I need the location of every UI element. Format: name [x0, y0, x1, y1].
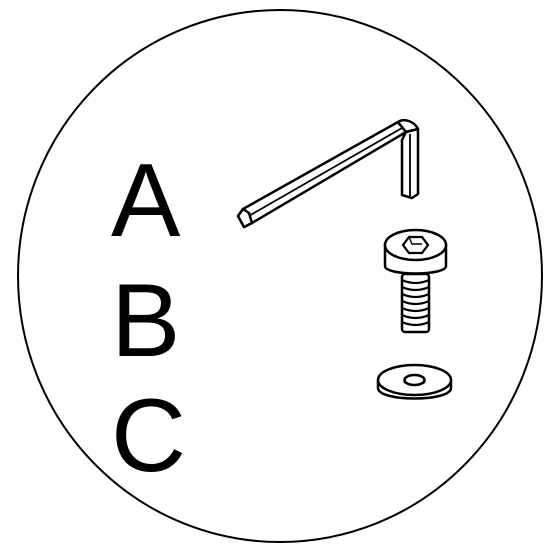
part-letter-a: A: [111, 143, 181, 259]
part-letter-c: C: [111, 378, 186, 494]
part-letter-b: B: [111, 263, 180, 379]
circle-frame: [18, 10, 542, 542]
washer-icon: [378, 365, 451, 399]
